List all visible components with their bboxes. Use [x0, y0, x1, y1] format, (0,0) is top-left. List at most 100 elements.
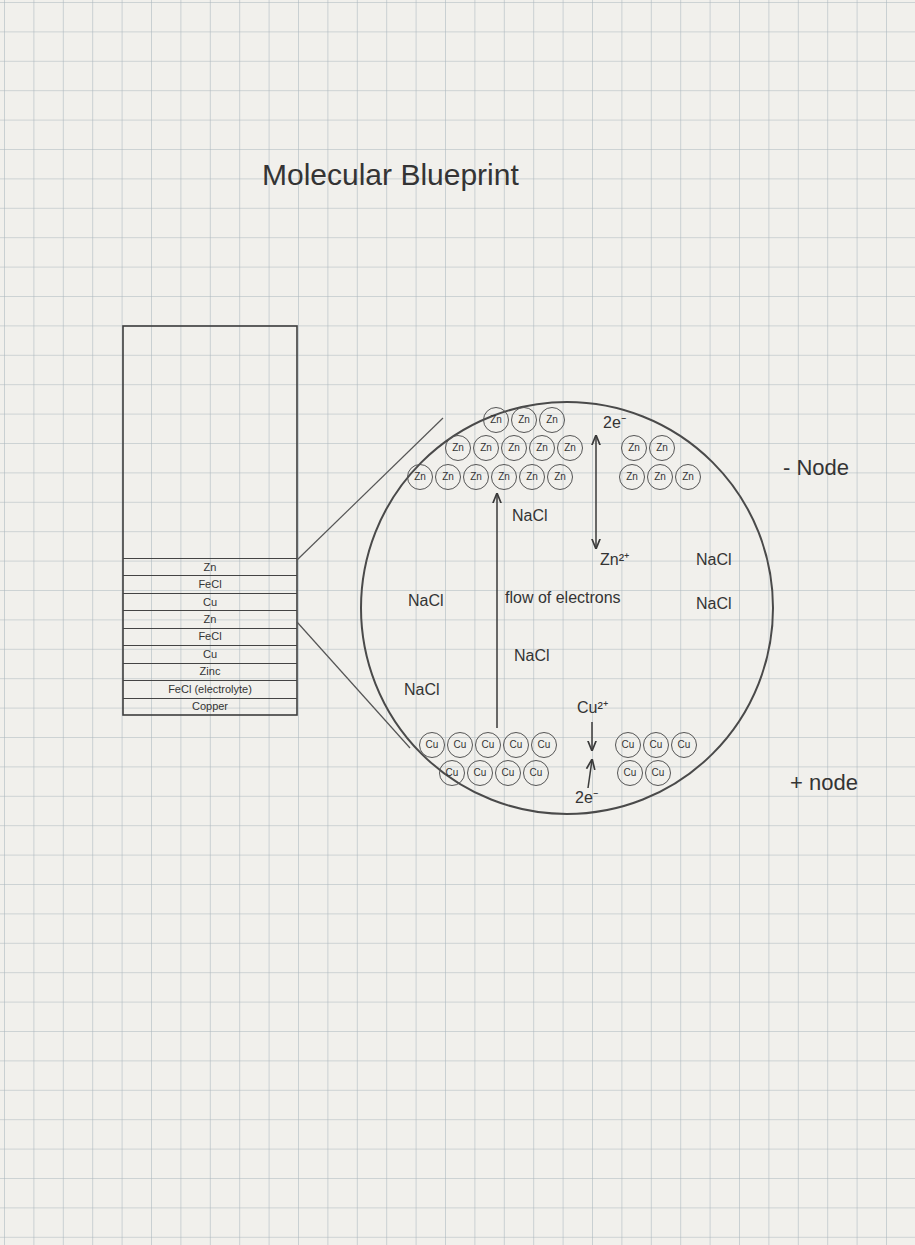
atom-symbol: Cu: [510, 740, 523, 750]
electrode-label: - Node: [783, 455, 849, 481]
atom-symbol: Cu: [624, 768, 637, 778]
battery-layer: Copper: [123, 698, 297, 715]
layer-name: Zn: [204, 562, 217, 573]
atom-circle: Zn: [547, 464, 573, 490]
atom-circle: Zn: [557, 435, 583, 461]
atom-symbol: Cu: [454, 740, 467, 750]
atom-circle: Zn: [675, 464, 701, 490]
battery-layer: FeCl: [123, 628, 297, 645]
annotation: NaCl: [514, 648, 550, 664]
layer-name: Copper: [192, 701, 228, 712]
atom-symbol: Zn: [536, 443, 548, 453]
zoom-line: [297, 622, 410, 748]
annotation: 2e⁻: [603, 415, 626, 431]
atom-circle: Zn: [407, 464, 433, 490]
atom-circle: Zn: [529, 435, 555, 461]
atom-symbol: Zn: [526, 472, 538, 482]
atom-symbol: Zn: [490, 415, 502, 425]
atom-circle: Zn: [647, 464, 673, 490]
electrode-label: + node: [790, 770, 858, 796]
atom-circle: Zn: [463, 464, 489, 490]
atom-symbol: Zn: [654, 472, 666, 482]
battery-layer: Zn: [123, 610, 297, 627]
atom-symbol: Cu: [650, 740, 663, 750]
layer-name: FeCl (electrolyte): [168, 684, 252, 695]
atom-circle: Cu: [671, 732, 697, 758]
annotation: NaCl: [696, 596, 732, 612]
atom-circle: Zn: [491, 464, 517, 490]
atom-symbol: Zn: [470, 472, 482, 482]
atom-circle: Cu: [643, 732, 669, 758]
layer-name: Zn: [204, 614, 217, 625]
atom-symbol: Cu: [538, 740, 551, 750]
battery-layer: Zn: [123, 558, 297, 575]
atom-circle: Cu: [617, 760, 643, 786]
atom-symbol: Zn: [508, 443, 520, 453]
electron-arrow: [588, 760, 592, 788]
annotation: Zn²⁺: [600, 552, 629, 568]
atom-circle: Cu: [531, 732, 557, 758]
atom-symbol: Cu: [482, 740, 495, 750]
ion-arrow: [595, 436, 597, 548]
atom-symbol: Zn: [656, 443, 668, 453]
ion-arrow: [591, 722, 593, 750]
annotation: NaCl: [512, 508, 548, 524]
atom-circle: Cu: [495, 760, 521, 786]
battery-layer: Zinc: [123, 663, 297, 680]
atom-circle: Zn: [435, 464, 461, 490]
atom-symbol: Cu: [426, 740, 439, 750]
atom-circle: Zn: [445, 435, 471, 461]
layer-name: Zinc: [200, 666, 221, 677]
atom-symbol: Zn: [442, 472, 454, 482]
atom-symbol: Zn: [546, 415, 558, 425]
layer-name: FeCl: [198, 579, 221, 590]
atom-circle: Zn: [539, 407, 565, 433]
battery-casing: [123, 326, 297, 715]
atom-symbol: Zn: [498, 472, 510, 482]
layer-name: Cu: [203, 597, 217, 608]
atom-symbol: Cu: [446, 768, 459, 778]
atom-circle: Cu: [523, 760, 549, 786]
atom-circle: Zn: [519, 464, 545, 490]
atom-circle: Zn: [501, 435, 527, 461]
atom-symbol: Zn: [414, 472, 426, 482]
atom-symbol: Zn: [554, 472, 566, 482]
atom-circle: Cu: [475, 732, 501, 758]
annotation: NaCl: [404, 682, 440, 698]
battery-layer: FeCl: [123, 575, 297, 592]
atom-circle: Cu: [615, 732, 641, 758]
annotation: NaCl: [408, 593, 444, 609]
magnified-view: 2e⁻NaClNaClZn²⁺NaClNaClflow of electrons…: [360, 401, 774, 815]
atom-circle: Zn: [621, 435, 647, 461]
atom-symbol: Zn: [564, 443, 576, 453]
atom-symbol: Zn: [626, 472, 638, 482]
atom-circle: Cu: [645, 760, 671, 786]
atom-circle: Cu: [419, 732, 445, 758]
zoom-line: [297, 418, 443, 560]
atom-symbol: Zn: [682, 472, 694, 482]
atom-circle: Zn: [649, 435, 675, 461]
atom-circle: Cu: [467, 760, 493, 786]
atom-circle: Zn: [511, 407, 537, 433]
atom-symbol: Cu: [652, 768, 665, 778]
atom-symbol: Zn: [518, 415, 530, 425]
electron-flow-arrow: [496, 494, 498, 728]
annotation: 2e⁻: [575, 790, 598, 806]
atom-symbol: Zn: [452, 443, 464, 453]
annotation: NaCl: [696, 552, 732, 568]
annotation: Cu²⁺: [577, 700, 608, 716]
atom-symbol: Cu: [622, 740, 635, 750]
atom-symbol: Cu: [502, 768, 515, 778]
annotation: flow of electrons: [505, 590, 621, 606]
atom-symbol: Zn: [480, 443, 492, 453]
atom-circle: Cu: [439, 760, 465, 786]
battery-layer: Cu: [123, 645, 297, 662]
atom-symbol: Cu: [474, 768, 487, 778]
atom-symbol: Zn: [628, 443, 640, 453]
title: Molecular Blueprint: [262, 158, 519, 192]
atom-circle: Cu: [447, 732, 473, 758]
layer-name: Cu: [203, 649, 217, 660]
atom-symbol: Cu: [530, 768, 543, 778]
battery-layer: FeCl (electrolyte): [123, 680, 297, 697]
